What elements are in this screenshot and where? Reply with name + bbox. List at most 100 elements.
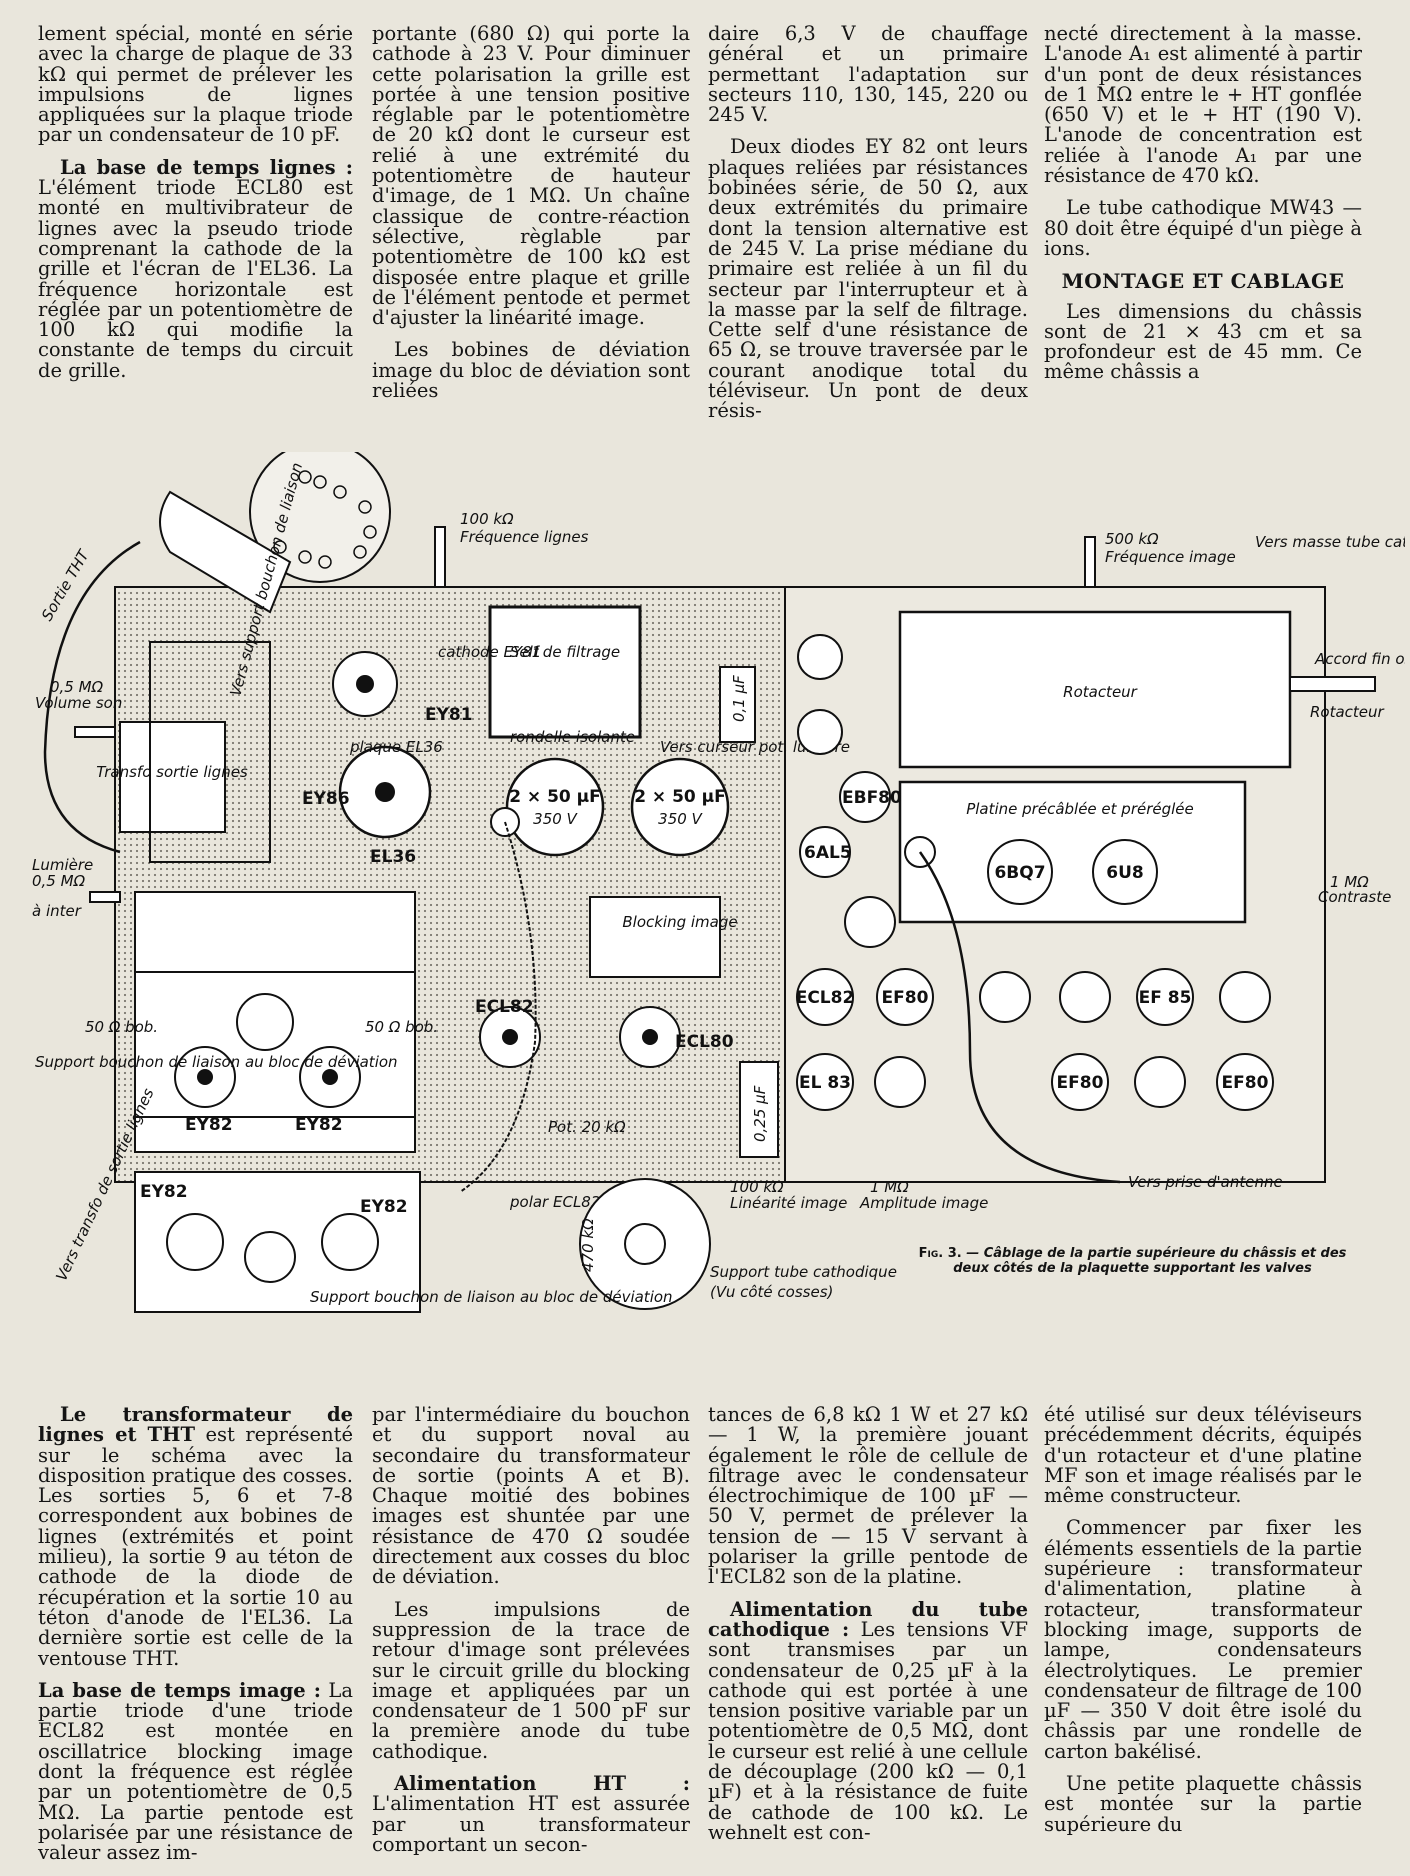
contraste-value: 1 MΩ [1330, 873, 1369, 891]
ef85-label: EF 85 [1139, 988, 1192, 1008]
rondelle-label: rondelle isolante [510, 728, 635, 746]
support-tube-label: Support tube cathodique [710, 1263, 897, 1281]
el36-label: EL36 [370, 847, 416, 867]
cap-0-25uf [739, 1061, 779, 1158]
cap01-label: 0,1 µF [730, 675, 748, 722]
blocking-label: Blocking image [622, 913, 737, 931]
tube-ef80-c [1216, 1053, 1274, 1111]
paragraph: Une petite plaquette châssis est montée … [1044, 1772, 1362, 1836]
small-sockets [797, 634, 896, 948]
figure-number: Fig. 3. [918, 1246, 962, 1261]
cathode-ey81-label: cathode EY81 [438, 643, 541, 661]
cap-0-1uf [719, 666, 756, 743]
tube-ecl82-left [479, 1006, 541, 1068]
cap2-voltage: 350 V [658, 810, 703, 828]
6u8-label: 6U8 [1106, 863, 1143, 883]
paragraph: Les impulsions de suppression de la trac… [372, 1597, 690, 1763]
run-in-heading: Alimentation du tube cathodique : [708, 1597, 1028, 1641]
tube-el36 [338, 745, 432, 839]
r470k-label: 470 kΩ [579, 1218, 597, 1272]
ef80a-label: EF80 [882, 988, 929, 1008]
ey86-label: EY86 [302, 789, 350, 809]
run-in-heading: La base de temps image : [38, 1678, 321, 1702]
accord-label: Accord fin oscillateur [1314, 650, 1405, 668]
linearite-label: Linéarité image [730, 1194, 847, 1212]
antenna-cable [918, 851, 1121, 1184]
tube-ef85 [1136, 968, 1194, 1026]
lumiere-label: Lumière [32, 856, 93, 874]
ecl80-label: ECL80 [675, 1032, 734, 1052]
amplitude-label: Amplitude image [859, 1194, 988, 1212]
contraste-label: Contraste [1318, 888, 1391, 906]
volume-label: Volume son [35, 694, 122, 712]
cap1-voltage: 350 V [533, 810, 578, 828]
linearite-value: 100 kΩ [730, 1178, 784, 1196]
tube-ef80-b [1051, 1053, 1109, 1111]
ey82a-label: EY82 [185, 1115, 233, 1135]
paragraph: daire 6,3 V de chauffage général et un p… [708, 22, 1028, 127]
lumiere-inter: à inter [32, 902, 82, 920]
rotacteur [898, 610, 1292, 769]
ebf80-label: EBF80 [842, 788, 902, 808]
ey81-label: EY81 [425, 705, 473, 725]
vu-cote-label: (Vu côté cosses) [710, 1283, 833, 1301]
ey82d-label: EY82 [360, 1197, 408, 1217]
crt-support [579, 1178, 711, 1310]
polar-label: polar ECL82 [509, 1193, 600, 1211]
crt-socket [159, 441, 391, 614]
lumiere-value: 0,5 MΩ [32, 872, 86, 890]
support-bouchon2-label: Support bouchon de liaison au bloc de dé… [310, 1288, 673, 1306]
paragraph: Alimentation du tube cathodique : Les te… [708, 1597, 1028, 1844]
tube-ey82-c [166, 1213, 224, 1271]
rotacteur2-label: Rotacteur [1310, 703, 1385, 721]
self-label: Self de filtrage [510, 643, 620, 661]
paragraph: La base de temps lignes : L'élément trio… [38, 155, 353, 381]
paragraph: été utilisé sur deux téléviseurs précéde… [1044, 1403, 1362, 1508]
cap025-label: 0,25 µF [751, 1085, 769, 1142]
run-in-heading: Alimentation HT : [394, 1772, 690, 1796]
sortie-tht-label: Sortie THT [38, 545, 94, 624]
tube-ey81 [332, 651, 398, 717]
empty-sockets [874, 971, 1271, 1108]
tube-el83 [796, 1053, 854, 1111]
tube-ey82-b [299, 1046, 361, 1108]
transfo-label: Transfo sortie lignes [96, 763, 248, 781]
paragraph: Commencer par fixer les éléments essenti… [1044, 1516, 1362, 1763]
tube-ef80-a [876, 968, 934, 1026]
freq-image-label: Fréquence image [1105, 548, 1236, 566]
rotacteur-label: Rotacteur [1063, 683, 1138, 701]
figure-caption: Fig. 3. — Câblage de la partie supérieur… [905, 1246, 1360, 1276]
cap1-label: 2 × 50 µF [509, 787, 601, 807]
run-in-heading: Le transformateur de lignes et THT [38, 1403, 353, 1447]
paragraph: tances de 6,8 kΩ 1 W et 27 kΩ — 1 W, la … [708, 1403, 1028, 1589]
support-bouchon-label: Support bouchon de liaison au bloc de dé… [35, 1053, 398, 1071]
6bq7-label: 6BQ7 [994, 863, 1045, 883]
paragraph: La base de temps image : La partie triod… [38, 1678, 353, 1864]
tube-support-c [236, 993, 294, 1051]
ef80b-label: EF80 [1057, 1073, 1104, 1093]
paragraph: Deux diodes EY 82 ont leurs plaques reli… [708, 135, 1028, 423]
bottom-column-4: été utilisé sur deux téléviseurs précéde… [1044, 1403, 1362, 1847]
amplitude-value: 1 MΩ [870, 1178, 909, 1196]
paragraph-text: Les tensions VF sont transmises par un c… [708, 1617, 1028, 1844]
paragraph: Les dimensions du châssis sont de 21 × 4… [1044, 299, 1362, 384]
run-in-heading: La base de temps lignes : [60, 155, 353, 179]
bottom-column-3: tances de 6,8 kΩ 1 W et 27 kΩ — 1 W, la … [708, 1403, 1028, 1855]
top-column-2: portante (680 Ω) qui porte la cathode à … [372, 23, 690, 413]
twisted-wire [459, 821, 537, 1193]
paragraph: necté directement à la masse. L'anode A₁… [1044, 22, 1362, 188]
tube-ey82-d [321, 1213, 379, 1271]
bob50b-label: 50 Ω bob. [365, 1018, 438, 1036]
pot20k-label: Pot. 20 kΩ [548, 1118, 626, 1136]
platine-label: Platine précâblée et préréglée [966, 800, 1194, 818]
cap2-label: 2 × 50 µF [634, 787, 726, 807]
el83-label: EL 83 [799, 1073, 851, 1093]
wiring-diagram-svg: Self de filtrage Transfo sortie lignes E… [32, 441, 1410, 1313]
tube-ecl82-right [796, 968, 854, 1026]
paragraph-text: L'alimentation HT est assurée par un tra… [372, 1792, 690, 1856]
plaque-el36-label: plaque EL36 [349, 738, 443, 756]
freq-lignes-value: 100 kΩ [460, 510, 514, 528]
blocking-image-transformer [589, 896, 721, 978]
cap-2x50-a [505, 757, 605, 857]
top-column-1: lement spécial, monté en série avec la c… [38, 23, 353, 393]
